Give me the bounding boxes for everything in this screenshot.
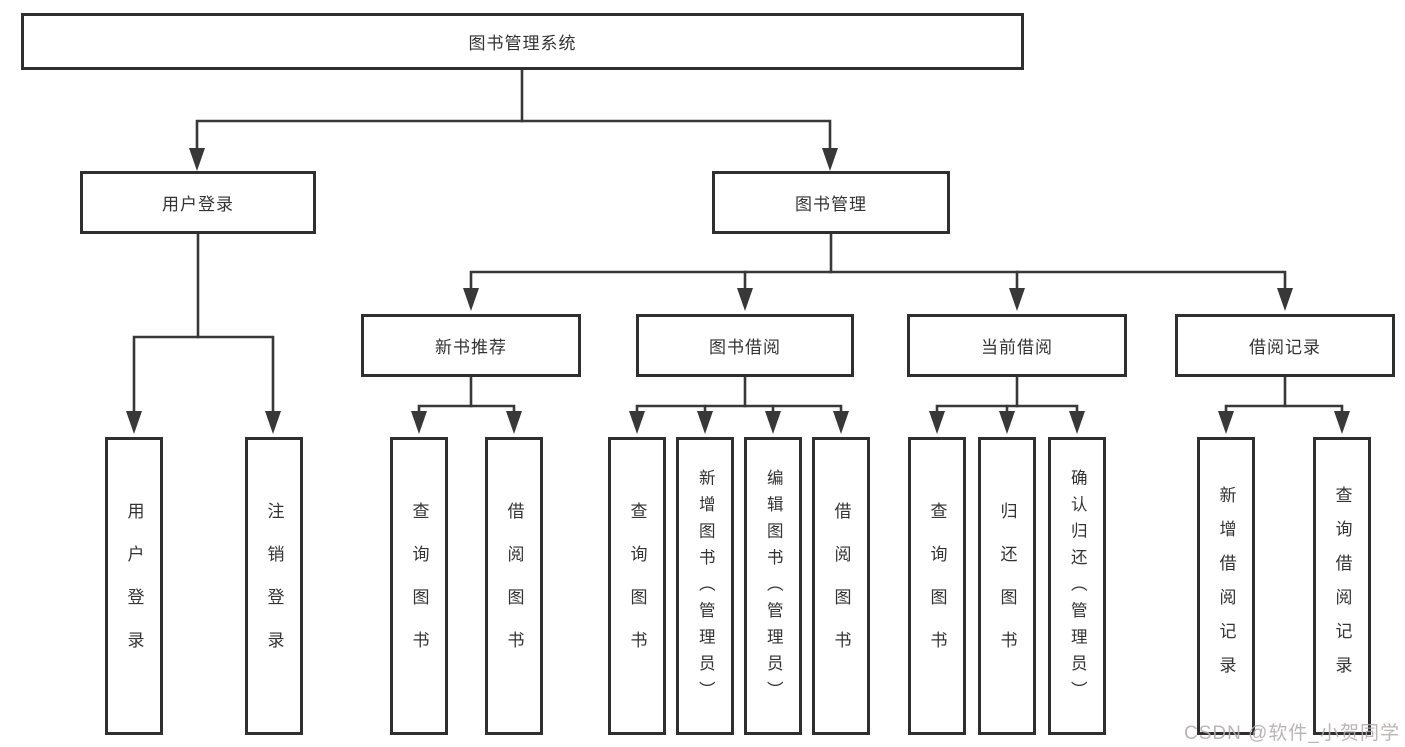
node-root-label: 图书管理系统 xyxy=(468,34,577,53)
leaf-edit-book-admin: 编辑图书（管理员） xyxy=(744,437,802,735)
leaf-query-books-borrow: 查询图书 xyxy=(608,437,666,735)
node-new-book-recommend-label: 新书推荐 xyxy=(435,338,507,357)
leaf-add-book-admin: 新增图书（管理员） xyxy=(676,437,734,735)
node-user-login-label: 用户登录 xyxy=(162,195,234,214)
leaf-query-books-current: 查询图书 xyxy=(908,437,966,735)
node-root: 图书管理系统 xyxy=(21,13,1024,70)
leaf-user-login: 用户登录 xyxy=(105,437,163,735)
node-borrow-records-label: 借阅记录 xyxy=(1249,338,1321,357)
leaf-borrow-books-recommend: 借阅图书 xyxy=(485,437,543,735)
leaf-return-book: 归还图书 xyxy=(978,437,1036,735)
node-book-management-label: 图书管理 xyxy=(795,195,867,214)
node-user-login: 用户登录 xyxy=(80,171,316,234)
watermark: CSDN @软件_小贺同学 xyxy=(1184,723,1400,744)
node-current-borrow: 当前借阅 xyxy=(907,314,1127,377)
node-book-borrow: 图书借阅 xyxy=(636,314,854,377)
leaf-query-borrow-record: 查询借阅记录 xyxy=(1313,437,1371,735)
leaf-query-books-recommend: 查询图书 xyxy=(390,437,448,735)
leaf-confirm-return-admin: 确认归还（管理员） xyxy=(1048,437,1106,735)
node-borrow-records: 借阅记录 xyxy=(1175,314,1395,377)
node-new-book-recommend: 新书推荐 xyxy=(361,314,581,377)
leaf-add-borrow-record: 新增借阅记录 xyxy=(1197,437,1255,735)
node-book-management: 图书管理 xyxy=(712,171,950,234)
leaf-logout: 注销登录 xyxy=(245,437,303,735)
node-book-borrow-label: 图书借阅 xyxy=(709,338,781,357)
leaf-borrow-books: 借阅图书 xyxy=(812,437,870,735)
node-current-borrow-label: 当前借阅 xyxy=(981,338,1053,357)
